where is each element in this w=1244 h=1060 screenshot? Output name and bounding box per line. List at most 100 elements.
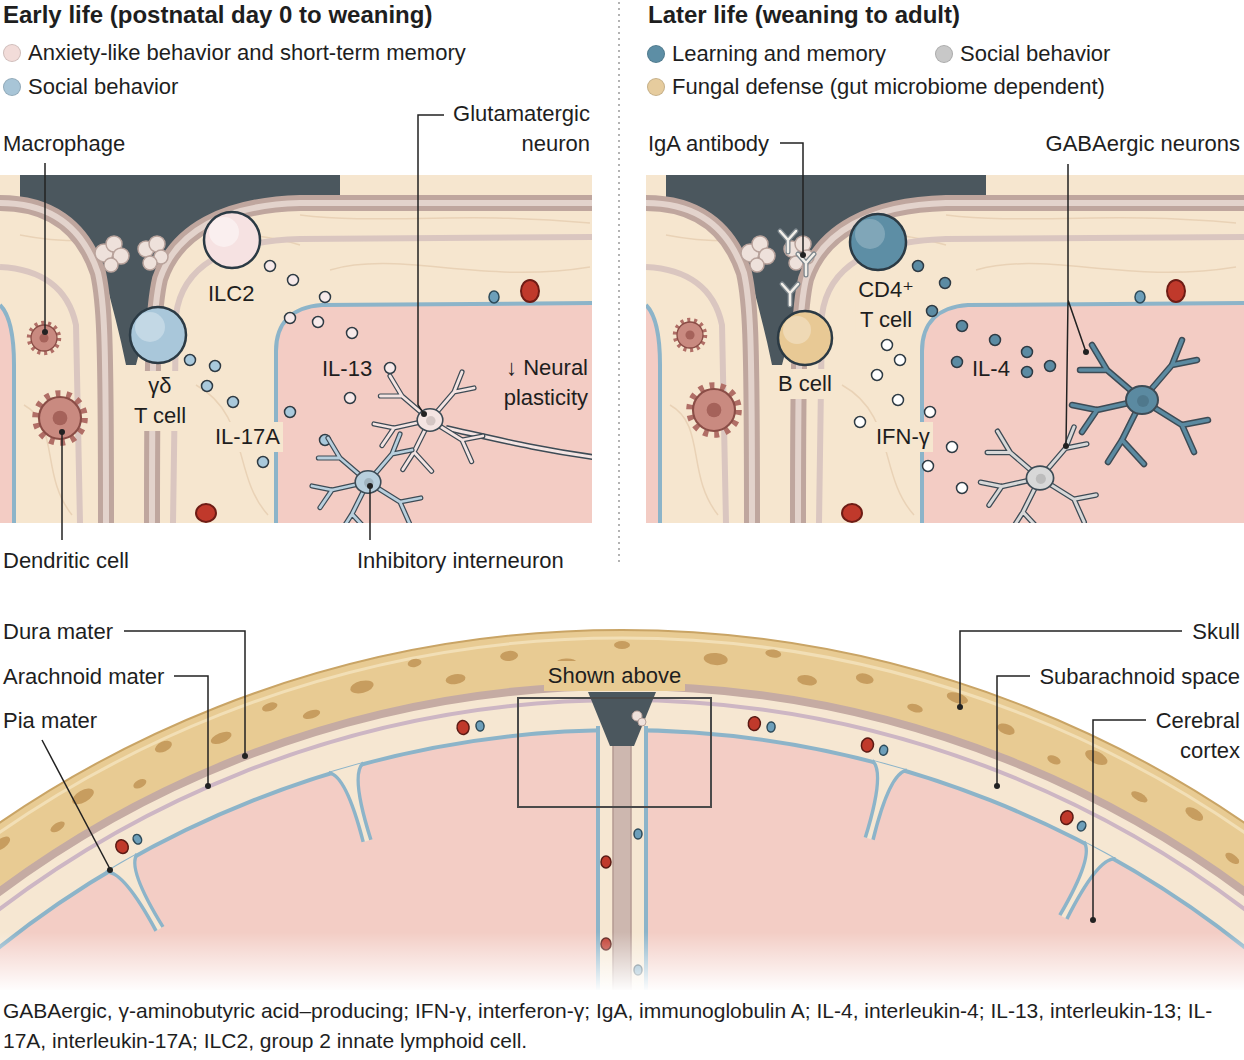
skull-pores — [765, 649, 782, 659]
cd4-t-cell — [850, 214, 906, 270]
head-cross-section — [1048, 842, 1116, 926]
il4-dots — [913, 261, 924, 272]
cd4-t-cell — [850, 214, 906, 270]
leader-dots — [107, 867, 113, 873]
layer-label: Skull — [1192, 617, 1240, 647]
skull-pores — [209, 729, 233, 747]
ifn-gamma-dots — [947, 442, 958, 453]
skull-pores — [132, 777, 148, 790]
leader-lines — [42, 631, 1182, 918]
node-heading: Early life (postnatal day 0 to weaning) — [3, 0, 432, 30]
layer-label: Subarachnoid space — [1039, 662, 1240, 692]
leader-dots — [205, 783, 211, 789]
ifn-gamma-dots — [925, 407, 936, 418]
head-cross-section — [747, 716, 776, 734]
leader-dots — [59, 429, 65, 435]
skull-pores — [445, 673, 466, 686]
leader-lines — [1093, 720, 1146, 918]
cytokine-label: IFN-γ — [873, 422, 933, 452]
ifn-gamma-dots — [923, 461, 934, 472]
il17a-dots — [228, 397, 239, 408]
il4-dots — [940, 278, 951, 289]
iga-antibody — [782, 284, 798, 305]
neuron-label: Inhibitory interneuron — [357, 546, 564, 576]
cytokine-label: IL-13 — [319, 354, 375, 384]
text-line: CD4⁺ — [858, 275, 914, 305]
cytokine-label: IL-4 — [969, 354, 1013, 384]
il13-dots — [285, 313, 296, 324]
skull-pores — [906, 702, 924, 714]
il17a-dots — [258, 457, 269, 468]
ifn-gamma-dots — [893, 395, 904, 406]
gd-t-cell — [135, 312, 165, 342]
leader-lines — [61, 432, 63, 540]
skull-pores — [500, 650, 519, 662]
leader-dots — [1090, 917, 1096, 923]
inhibitory-interneuron — [312, 434, 421, 523]
midline-fissure — [634, 829, 642, 839]
leader-dots — [42, 329, 48, 335]
midline-fissure — [601, 856, 611, 868]
dendritic-cell — [693, 389, 735, 431]
head-cross-section — [852, 761, 907, 844]
skull-pores — [1083, 747, 1110, 768]
later-life-panel-art — [646, 175, 1244, 523]
skull-pores — [0, 834, 12, 854]
head-cross-section — [106, 854, 175, 938]
later-life-panel-art — [646, 175, 1244, 523]
legend-swatch — [647, 78, 665, 96]
midline-fissure — [638, 718, 646, 726]
il17a-dots — [285, 407, 296, 418]
gd-t-cell — [130, 307, 186, 363]
il13-dots — [265, 261, 276, 272]
ilc2-cell — [209, 217, 239, 247]
legend-text: Social behavior — [28, 72, 178, 102]
molecule-label: IgA antibody — [648, 129, 769, 159]
skull-pores — [996, 721, 1016, 737]
skull-pores — [1223, 851, 1241, 867]
head-cross-section — [0, 630, 1244, 990]
skull-pores — [70, 785, 97, 807]
legend-swatch — [3, 44, 21, 62]
layer-label: Arachnoid mater — [3, 662, 164, 692]
cell-label: γδ T cell — [131, 371, 189, 431]
legend-swatch — [935, 45, 953, 63]
head-cross-section — [456, 717, 485, 735]
leader-dots — [800, 252, 806, 258]
layer-label: Dura mater — [3, 617, 113, 647]
skull-pores — [614, 641, 630, 649]
il13-dots — [385, 363, 396, 374]
gabaergic-neuron — [981, 427, 1097, 523]
layer-label: Cerebral cortex — [1156, 706, 1240, 766]
il13-dots — [347, 328, 358, 339]
caption: GABAergic, γ-aminobutyric acid–producing… — [3, 996, 1241, 1056]
layer-label: Pia mater — [3, 706, 97, 736]
ifn-gamma-dots — [957, 483, 968, 494]
leader-lines — [174, 676, 208, 785]
leader-dots — [421, 411, 427, 417]
skull-pores — [945, 690, 969, 706]
leader-dots — [107, 704, 1096, 923]
neuron-label: Glutamatergic neuron — [453, 99, 590, 159]
ifn-gamma-dots — [882, 340, 893, 351]
legend-text: Social behavior — [960, 39, 1110, 69]
panel-divider — [618, 2, 620, 565]
il4-dots — [957, 321, 968, 332]
leader-dots — [367, 483, 373, 489]
cytokine-label: IL-17A — [212, 422, 283, 452]
leader-dots — [994, 783, 1000, 789]
skull-pores — [49, 819, 67, 834]
macrophage — [31, 325, 57, 351]
b-cell — [778, 311, 832, 365]
skull-pores — [855, 672, 875, 686]
legend-text: Learning and memory — [672, 39, 886, 69]
dendritic-cell — [39, 397, 81, 439]
leader-lines — [418, 115, 444, 414]
il4-dots — [952, 357, 963, 368]
node-heading: Later life (weaning to adult) — [648, 0, 960, 30]
head-cross-section — [113, 830, 143, 855]
skull-pores — [703, 652, 728, 666]
cell-label: ILC2 — [205, 279, 257, 309]
